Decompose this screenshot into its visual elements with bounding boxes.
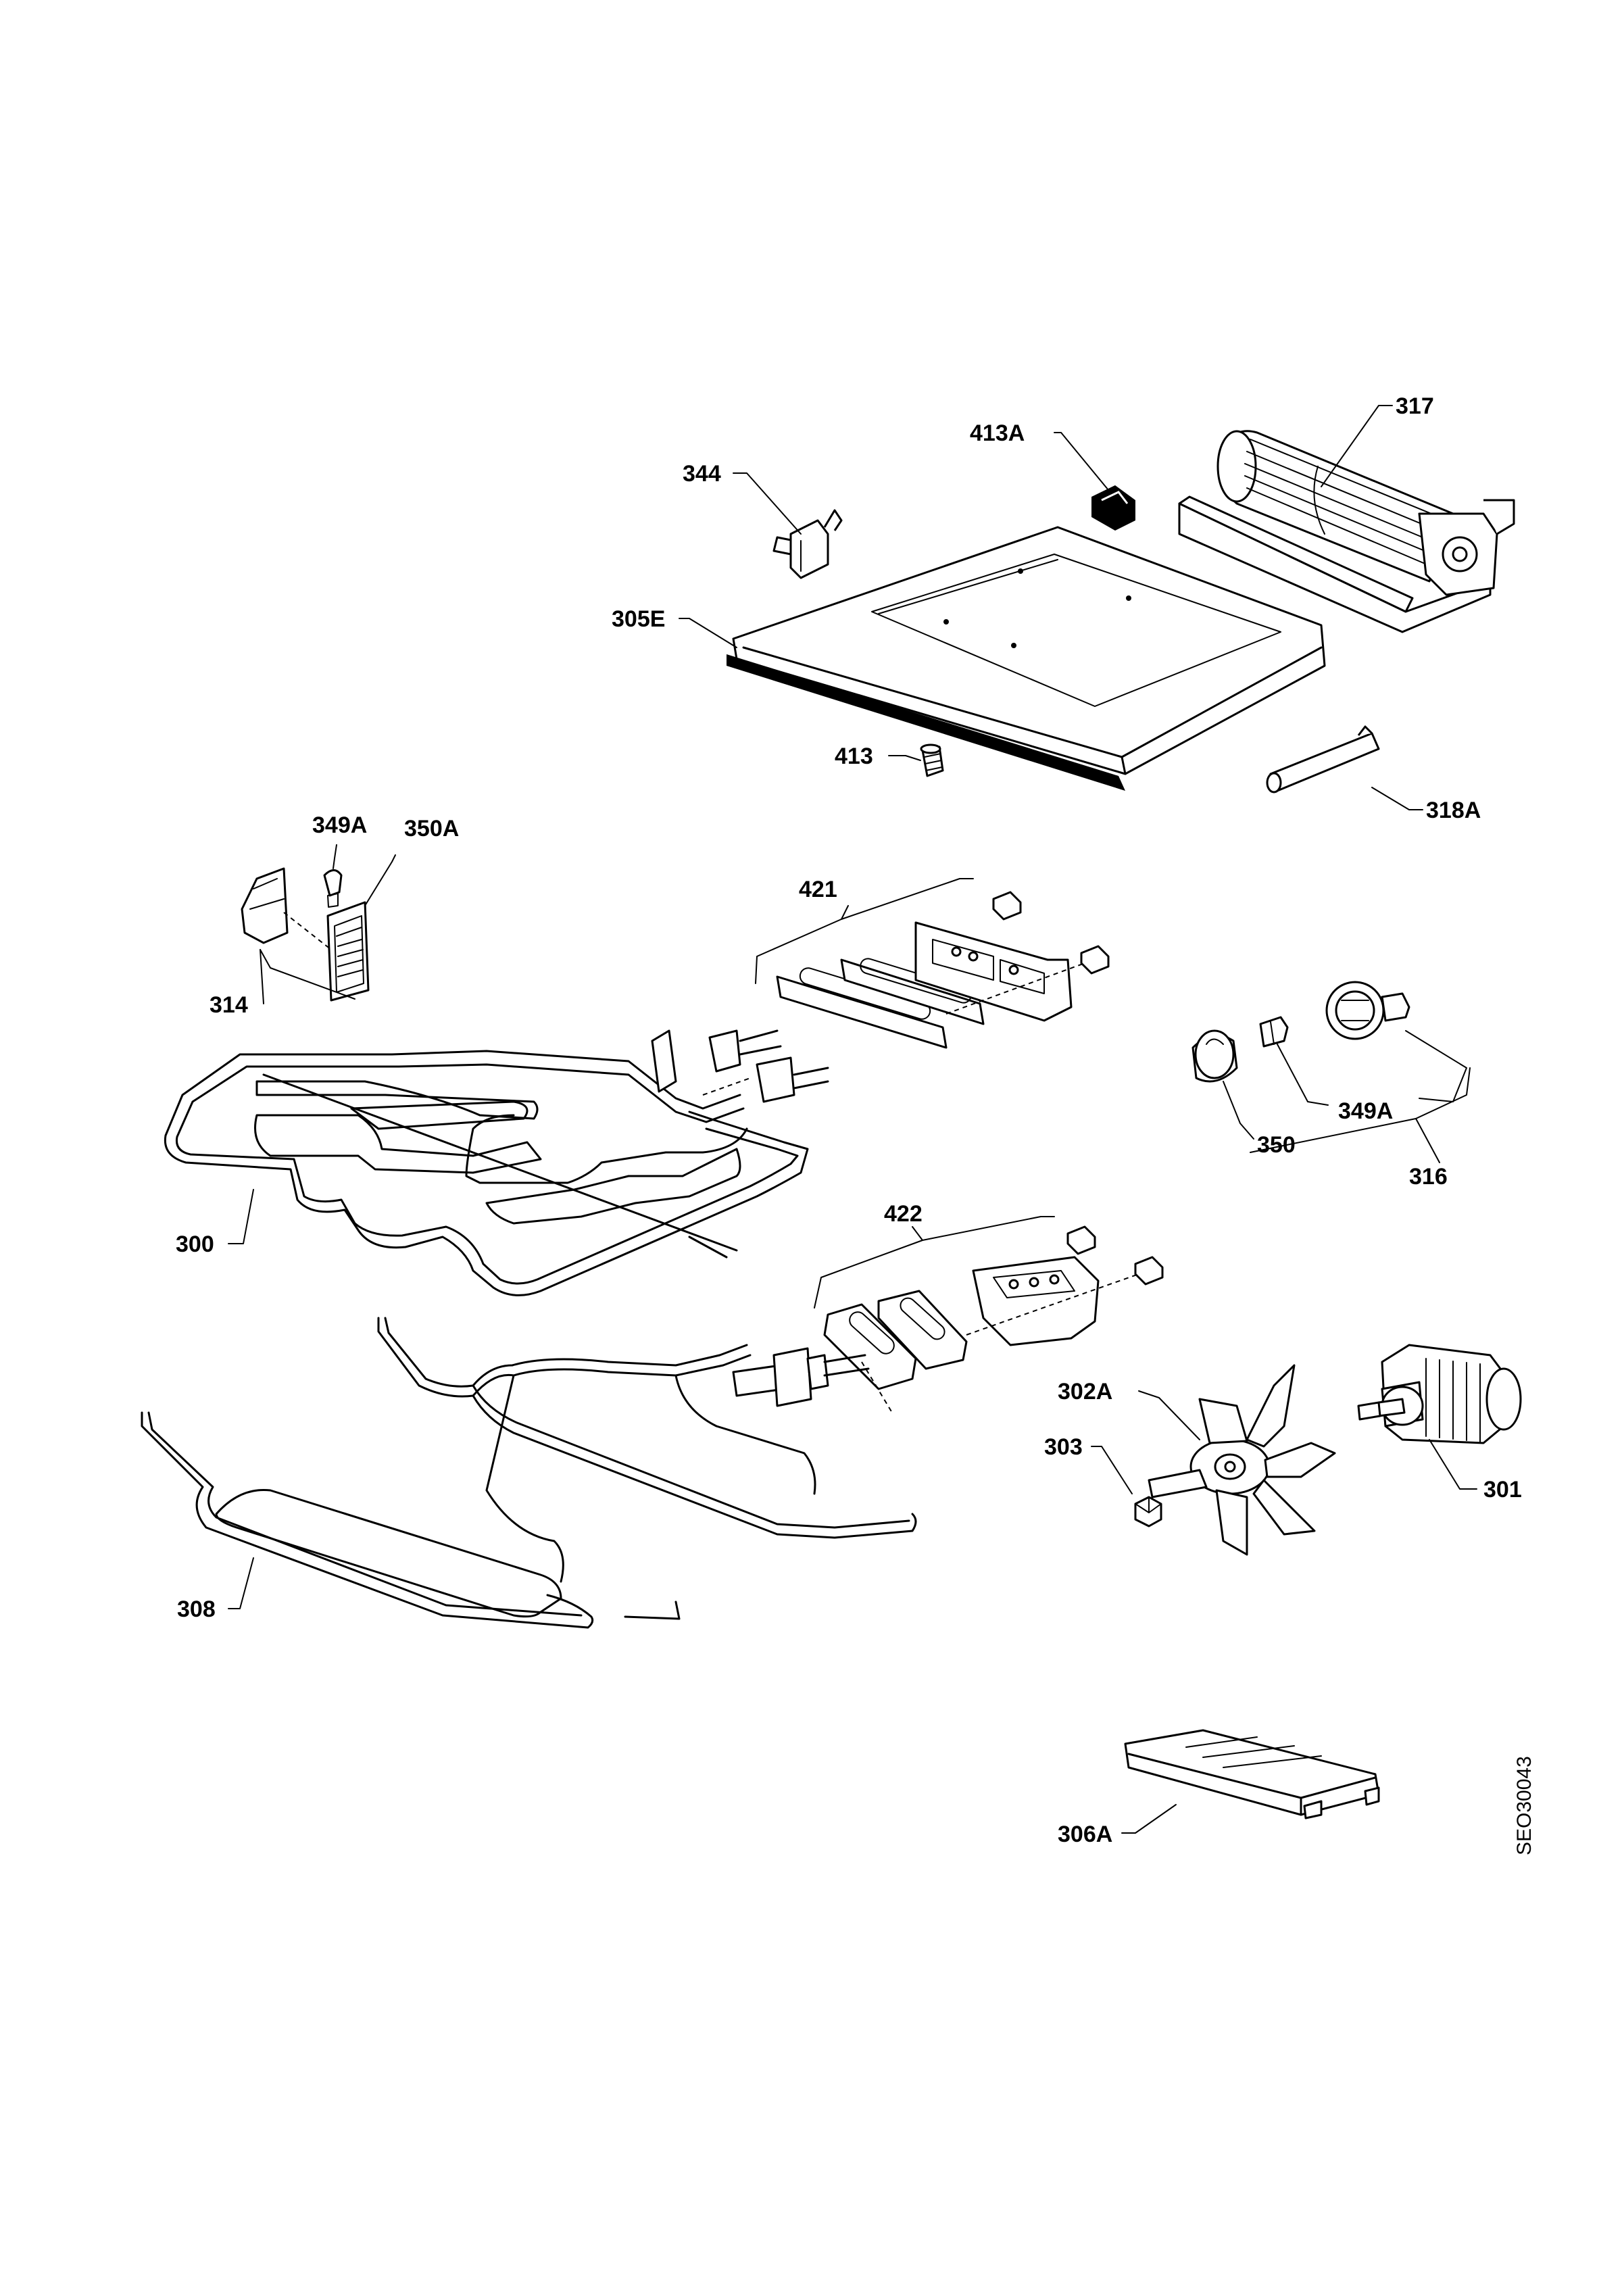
label-308: 308 [177, 1596, 216, 1622]
label-306a: 306A [1058, 1822, 1112, 1847]
label-413a: 413A [970, 420, 1025, 446]
label-316: 316 [1409, 1164, 1448, 1190]
part-316-lamp-assembly [1191, 981, 1410, 1083]
leader-lines [228, 405, 1477, 1834]
label-350: 350 [1257, 1132, 1296, 1158]
part-413a-clip [1091, 485, 1135, 531]
label-317: 317 [1396, 393, 1434, 419]
label-349a-lamp: 349A [1338, 1098, 1393, 1124]
label-303: 303 [1044, 1434, 1083, 1460]
label-422: 422 [884, 1201, 923, 1227]
part-labels: 317 413A 344 305E 413 318A 349A 350A 314… [176, 393, 1535, 1855]
label-413: 413 [835, 743, 873, 769]
part-305e-top-plate [727, 526, 1326, 791]
drawing-code: SEO30043 [1513, 1756, 1535, 1855]
part-413-screw [920, 743, 944, 777]
part-317-tangential-fan [1178, 430, 1515, 633]
part-421-terminal-block [776, 891, 1110, 1049]
label-350a: 350A [404, 816, 459, 841]
part-303-nut [1134, 1496, 1162, 1528]
label-344: 344 [683, 461, 721, 487]
part-318a-tube [1266, 725, 1380, 793]
part-308-bottom-element [141, 1317, 917, 1629]
label-301: 301 [1483, 1477, 1522, 1503]
part-344-bracket [772, 509, 843, 579]
part-422-terminal-block [823, 1225, 1164, 1390]
part-314-lamp-holder [241, 867, 370, 1002]
label-300: 300 [176, 1231, 214, 1257]
label-305e: 305E [612, 606, 665, 632]
label-318a: 318A [1426, 798, 1481, 823]
part-301-fan-motor [1357, 1344, 1522, 1444]
label-421: 421 [799, 877, 837, 902]
part-306a-cover [1124, 1729, 1380, 1819]
label-302a: 302A [1058, 1379, 1112, 1405]
label-314: 314 [210, 992, 248, 1018]
part-302a-fan-blade [1148, 1364, 1336, 1556]
part-300-grill-element [164, 1029, 829, 1296]
label-349a-top: 349A [312, 812, 367, 838]
